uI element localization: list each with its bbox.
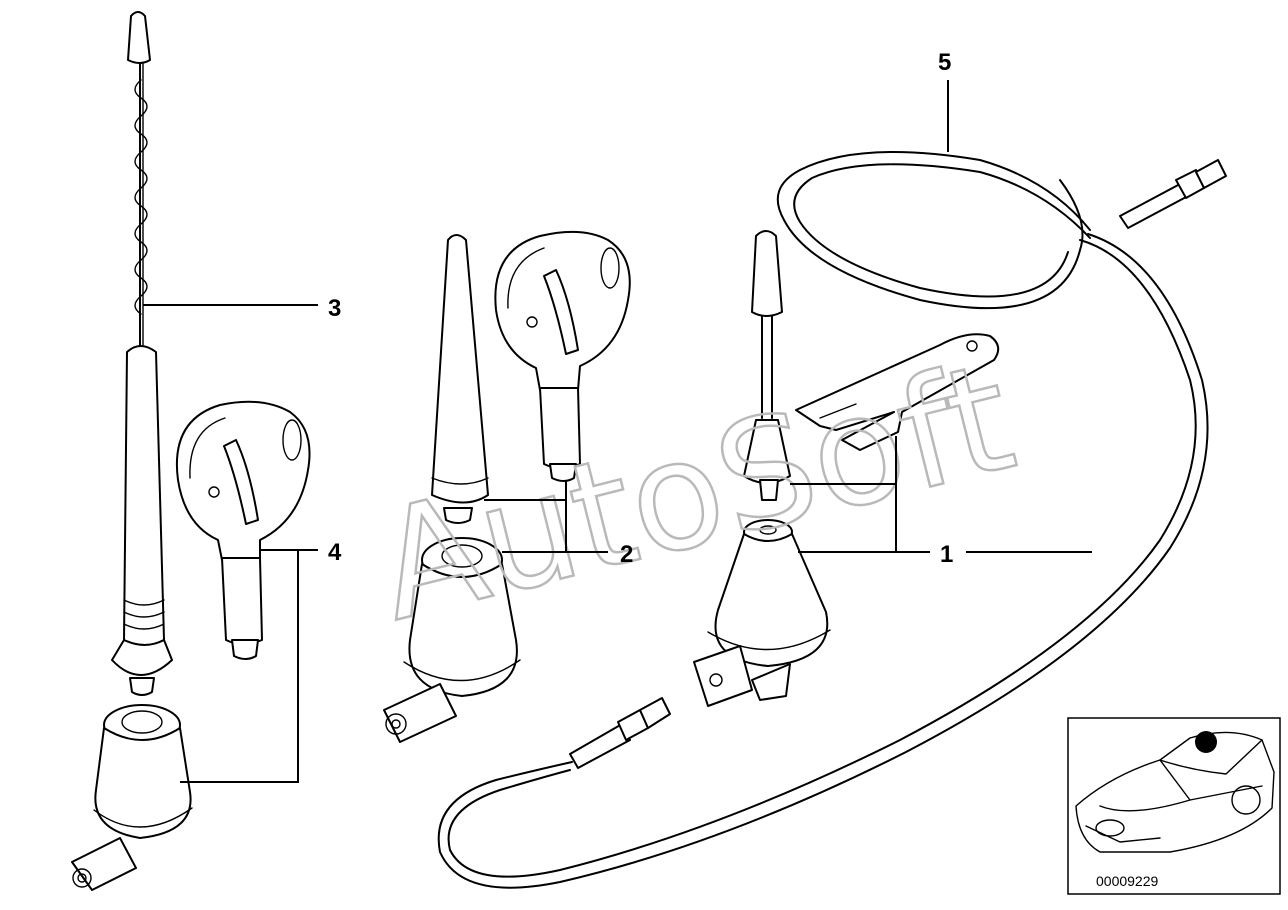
callout-2: 2	[620, 541, 633, 568]
car-outline-icon	[1075, 731, 1275, 853]
antenna-location-marker	[1195, 731, 1217, 753]
callout-5: 5	[938, 49, 951, 76]
short-mast-antenna-assembly[interactable]	[693, 230, 831, 707]
callout-1: 1	[940, 541, 953, 568]
mounting-bracket[interactable]	[795, 333, 1000, 451]
antenna-wrench-tool-4[interactable]	[176, 400, 311, 660]
callout-3: 3	[328, 295, 341, 322]
callout-4: 4	[328, 539, 342, 566]
vehicle-location-inset: 00009229	[1067, 717, 1281, 895]
rod-antenna-assembly[interactable]	[71, 11, 193, 891]
diagram-reference-number: 00009229	[1096, 873, 1159, 889]
stub-antenna-assembly[interactable]	[383, 234, 521, 743]
antenna-wrench-tool-2[interactable]	[494, 230, 631, 482]
leader-lines	[143, 80, 1092, 783]
coaxial-cable-5[interactable]	[437, 151, 1227, 889]
